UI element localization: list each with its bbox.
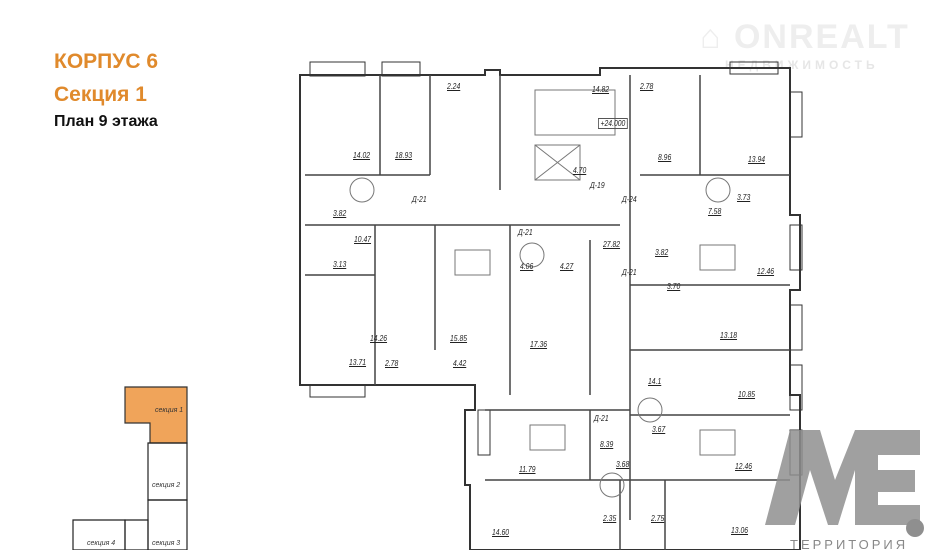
floor-plan-title: План 9 этажа <box>54 113 158 130</box>
room-area: 13.06 <box>731 526 749 535</box>
room-area: 14.82 <box>592 85 610 94</box>
room-area: 14.02 <box>353 151 371 160</box>
section-title: Секция 1 <box>54 83 147 106</box>
room-area: 14.60 <box>492 528 510 537</box>
room-area: 2.78 <box>640 82 654 91</box>
onrealt-text: ONREALT <box>733 18 910 56</box>
room-area: 7.58 <box>708 207 722 216</box>
room-area: 14.1 <box>648 377 662 386</box>
me-logo <box>765 430 924 537</box>
key-plan-other-sections <box>72 442 188 550</box>
key-plan-section-1 <box>124 386 188 444</box>
onrealt-watermark: ⌂ ONREALT <box>700 18 910 56</box>
room-area: 2.78 <box>385 359 399 368</box>
room-area: 8.39 <box>600 440 614 449</box>
door-mark: Д-21 <box>594 414 609 423</box>
room-area: 4.27 <box>560 262 574 271</box>
room-area: 13.18 <box>720 331 738 340</box>
door-mark: Д-21 <box>412 195 427 204</box>
room-area: 10.47 <box>354 235 372 244</box>
room-area: 13.94 <box>748 155 766 164</box>
room-area: 3.82 <box>333 209 347 218</box>
room-area: 3.67 <box>652 425 666 434</box>
room-area: 4.42 <box>453 359 467 368</box>
building-title: КОРПУС 6 <box>54 50 158 73</box>
room-area: 3.82 <box>655 248 669 257</box>
room-area: 4.06 <box>520 262 534 271</box>
key-plan-label-section-3: секция 3 <box>152 540 181 547</box>
door-mark: Д-19 <box>590 181 605 190</box>
room-area: 12.46 <box>757 267 775 276</box>
room-area: 15.85 <box>450 334 468 343</box>
room-area: 3.68 <box>616 460 630 469</box>
me-logo-subtitle: ТЕРРИТОРИЯ <box>790 537 909 552</box>
room-area: 2.24 <box>447 82 461 91</box>
key-plan-label-section-1: секция 1 <box>155 407 184 414</box>
room-area: 3.70 <box>667 282 681 291</box>
door-mark: Д-24 <box>622 195 637 204</box>
room-area: 8.96 <box>658 153 672 162</box>
room-area: 4.70 <box>573 166 587 175</box>
elevation-mark: +24.000 <box>598 118 628 129</box>
door-mark: Д-21 <box>518 228 533 237</box>
key-plan-label-section-2: секция 2 <box>152 482 181 489</box>
room-area: 12.46 <box>735 462 753 471</box>
room-area: 11.79 <box>519 465 536 474</box>
room-area: 10.85 <box>738 390 756 399</box>
room-area: 2.75 <box>651 514 665 523</box>
room-area: 3.13 <box>333 260 347 269</box>
room-area: 18.93 <box>395 151 413 160</box>
door-mark: Д-21 <box>622 268 637 277</box>
room-area: 13.71 <box>349 358 367 367</box>
room-area: 17.36 <box>530 340 548 349</box>
room-area: 27.82 <box>603 240 621 249</box>
room-area: 3.73 <box>737 193 751 202</box>
room-area: 14.26 <box>370 334 388 343</box>
room-area: 2.35 <box>603 514 617 523</box>
key-plan-label-section-4: секция 4 <box>87 540 116 547</box>
